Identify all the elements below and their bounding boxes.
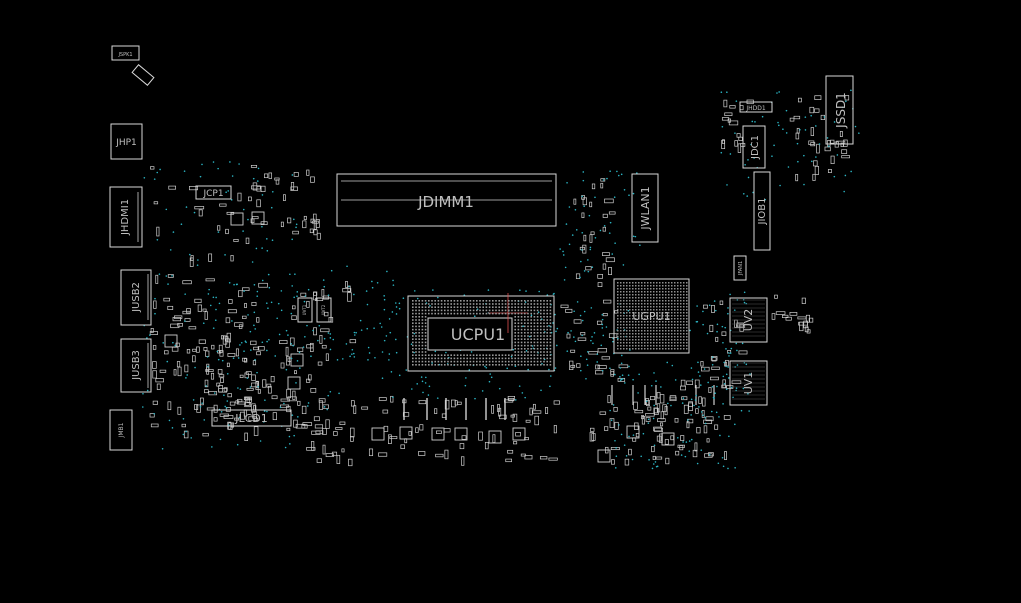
uv1-pins <box>732 362 765 400</box>
ugpu1-ball-grid <box>617 282 688 350</box>
jhp1-label: JHP1 <box>115 138 137 148</box>
jusb2-connector[interactable]: JUSB2 <box>120 269 152 326</box>
jlcd1-connector[interactable]: JLCD1 <box>211 409 292 427</box>
jdc1-label: JDC1 <box>750 135 761 160</box>
uvt1-chip[interactable]: UVT1 <box>297 297 313 323</box>
jhdmi1-label: JHDMI1 <box>120 199 131 236</box>
jhdmi1-connector[interactable]: JHDMI1 <box>109 186 143 248</box>
ucpu1-balls <box>412 300 552 366</box>
vias-layer <box>141 89 860 470</box>
uv1-label: UV1 <box>742 372 755 395</box>
jssd1-slot[interactable]: JSSD1 <box>825 75 854 145</box>
jcp1-connector[interactable]: JCP1 <box>195 185 232 200</box>
jspk1-connector[interactable]: JSPK1 <box>111 45 140 61</box>
jiob1-label: JIOB1 <box>757 198 768 226</box>
jwlan1-slot[interactable]: JWLAN1 <box>631 173 659 243</box>
uvt2-chip[interactable]: UVT2 <box>316 297 332 323</box>
jcp1-label: JCP1 <box>202 189 223 199</box>
small-parts-layer <box>149 95 850 467</box>
ugpu1-label: UGPU1 <box>632 310 670 323</box>
uv1-chip[interactable]: UV1 <box>729 360 768 406</box>
jdimm1-slot[interactable]: JDIMM1 <box>336 173 557 227</box>
jdc1-connector[interactable]: JDC1 <box>742 125 766 169</box>
uv2-chip[interactable]: UV2 <box>729 297 768 343</box>
jfan1-connector[interactable]: JFAN1 <box>733 255 747 281</box>
jdimm1-label: JDIMM1 <box>417 193 474 211</box>
jusb3-connector[interactable]: JUSB3 <box>120 338 152 393</box>
jmb1-label: JMB1 <box>118 422 125 438</box>
jhdd1-connector[interactable]: JHDD1 <box>739 101 773 113</box>
jiob1-connector[interactable]: JIOB1 <box>753 171 771 251</box>
speaker-connector-tilted <box>131 64 155 86</box>
jspk1-label: JSPK1 <box>117 52 132 58</box>
ucpu1-label: UCPU1 <box>451 325 505 344</box>
jmb1-connector[interactable]: JMB1 <box>109 409 133 451</box>
ucpu1-die <box>427 317 513 351</box>
jlcd1-label: JLCD1 <box>234 412 268 425</box>
uvt1-label: UVT1 <box>302 304 307 315</box>
jusb2-label: JUSB2 <box>131 282 142 313</box>
jssd1-label: JSSD1 <box>834 92 848 129</box>
uv2-pins <box>732 299 765 337</box>
uv2-label: UV2 <box>742 309 755 332</box>
jusb3-label: JUSB3 <box>131 350 142 381</box>
jfan1-label: JFAN1 <box>738 261 744 276</box>
jhp1-connector[interactable]: JHP1 <box>110 123 143 160</box>
jhdd1-label: JHDD1 <box>745 105 766 112</box>
uvt2-label: UVT2 <box>321 304 326 315</box>
ucpu1-chip[interactable]: UCPU1 <box>407 293 555 372</box>
ugpu1-chip[interactable]: UGPU1 <box>613 278 690 354</box>
jwlan1-label: JWLAN1 <box>639 186 652 230</box>
